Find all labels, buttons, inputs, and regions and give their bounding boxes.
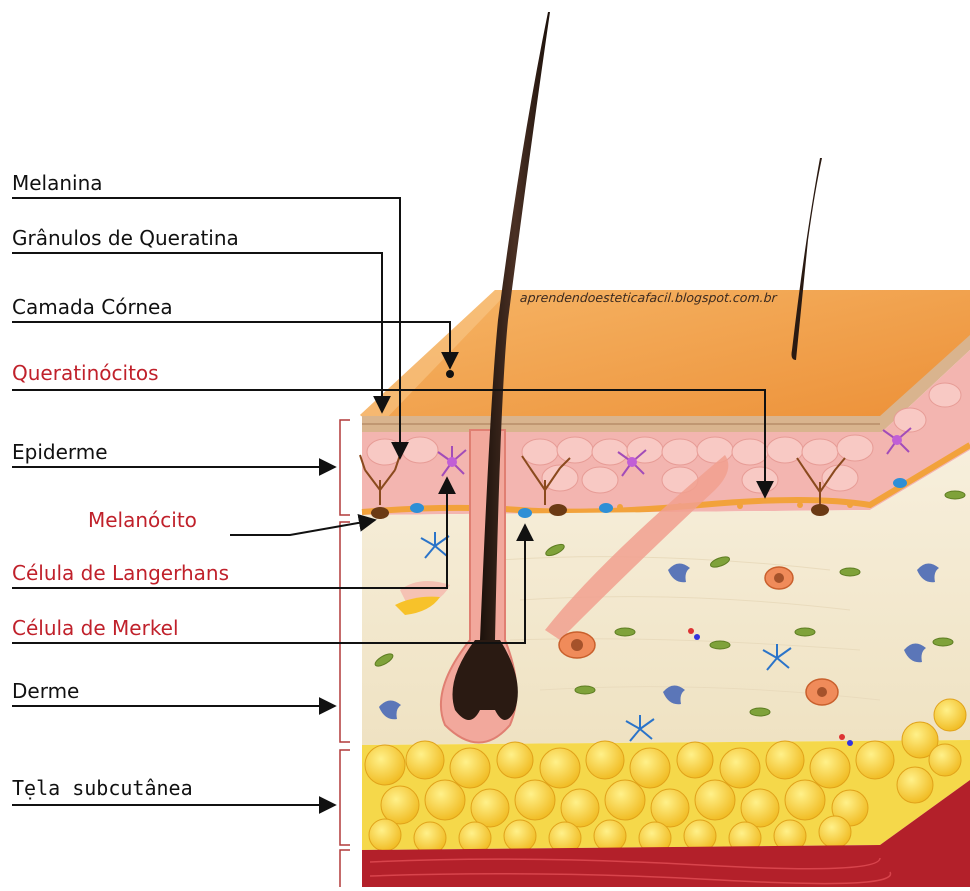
label-camada-cornea: Camada Córnea: [12, 295, 173, 319]
watermark-text: aprendendoesteticafacil.blogspot.com.br: [519, 290, 777, 305]
label-queratinocitos: Queratinócitos: [12, 361, 159, 385]
label-melanina: Melanina: [12, 171, 103, 195]
label-celula-merkel: Célula de Merkel: [12, 616, 179, 640]
label-epiderme: Epiderme: [12, 440, 108, 464]
label-tela-subcutanea: Tẹla subcutânea: [12, 776, 193, 800]
label-derme: Derme: [12, 679, 79, 703]
label-granulos-queratina: Grânulos de Queratina: [12, 226, 239, 250]
label-melanocito: Melanócito: [88, 508, 197, 532]
skin-surface: [360, 290, 970, 430]
label-celula-langerhans: Célula de Langerhans: [12, 561, 229, 585]
